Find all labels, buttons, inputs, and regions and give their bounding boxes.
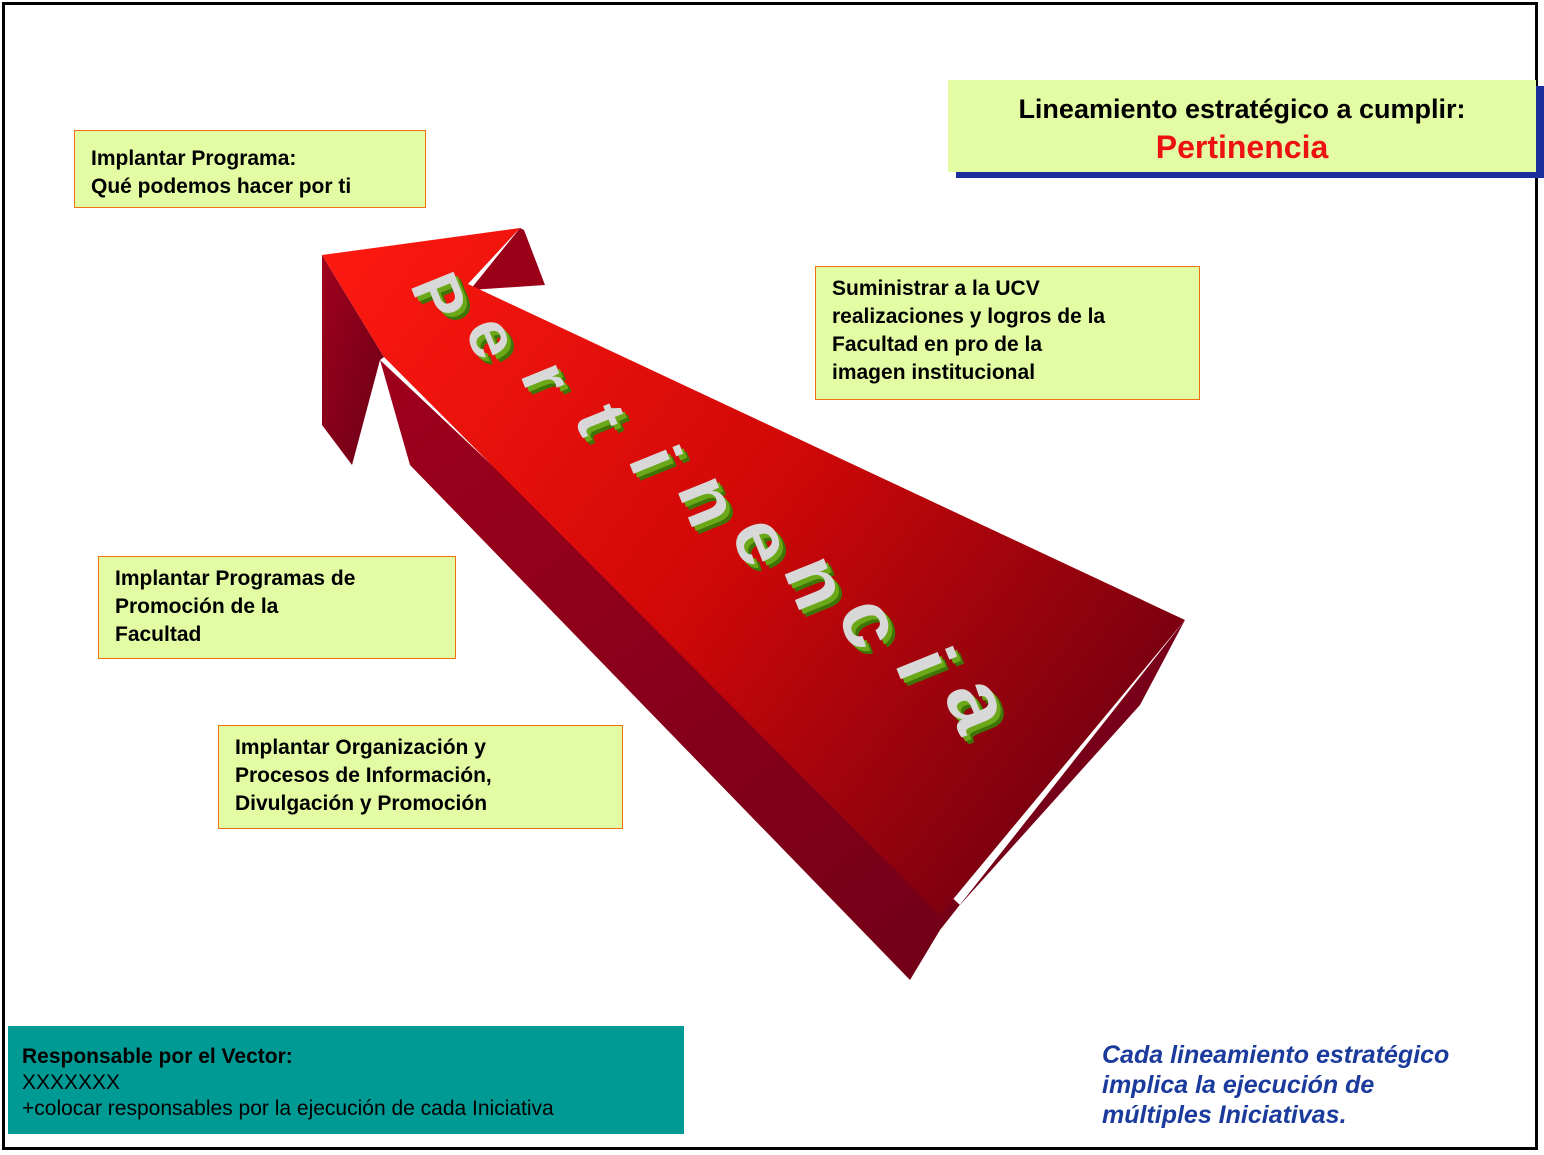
header-title: Lineamiento estratégico a cumplir: [1018, 94, 1466, 124]
responsible-box: Responsable por el Vector: XXXXXXX +colo… [8, 1026, 684, 1134]
initiative-text: Implantar Organización y Procesos de Inf… [235, 736, 492, 815]
arrow-side-right [470, 228, 545, 290]
initiative-box-promocion: Implantar Programas de Promoción de la F… [98, 556, 456, 659]
initiative-text: Implantar Programas de Promoción de la F… [115, 567, 356, 646]
initiative-text: Suministrar a la UCV realizaciones y log… [832, 277, 1106, 384]
initiative-box-organizacion: Implantar Organización y Procesos de Inf… [218, 725, 623, 829]
responsible-title: Responsable por el Vector: [22, 1045, 293, 1068]
initiative-box-suministrar: Suministrar a la UCV realizaciones y log… [815, 266, 1200, 400]
responsible-name: XXXXXXX [22, 1071, 121, 1094]
initiative-box-programa: Implantar Programa: Qué podemos hacer po… [74, 130, 426, 208]
initiative-text: Implantar Programa: Qué podemos hacer po… [91, 147, 352, 198]
responsible-note: +colocar responsables por la ejecución d… [22, 1097, 554, 1120]
arrow-side-left [322, 255, 384, 465]
arrow-top-face [322, 228, 1185, 915]
strategic-line-header: Lineamiento estratégico a cumplir: Perti… [948, 80, 1536, 172]
footer-note: Cada lineamiento estratégico implica la … [1102, 1041, 1450, 1129]
header-highlight: Pertinencia [1155, 129, 1329, 165]
